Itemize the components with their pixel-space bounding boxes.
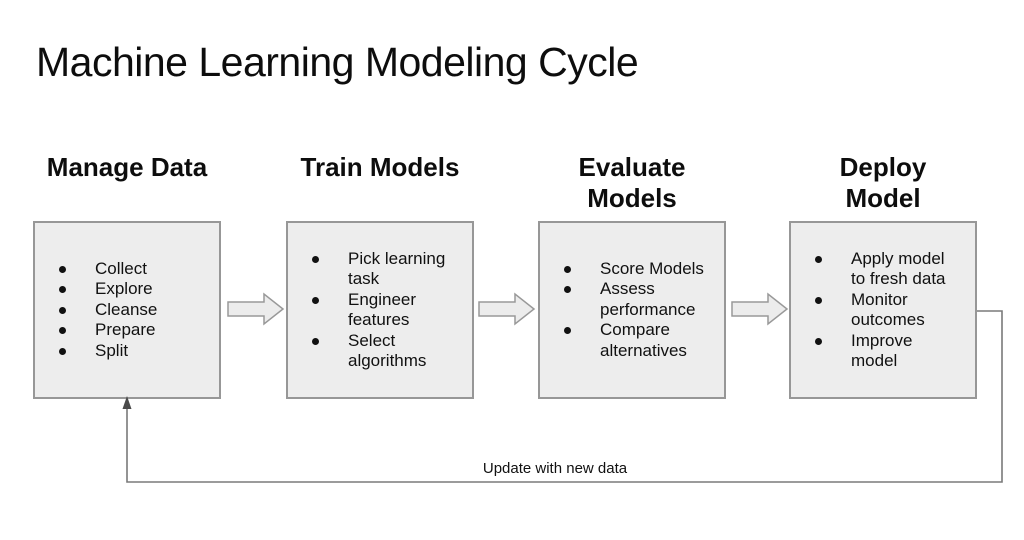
list-item-label: Apply model to fresh data [851,248,946,289]
list-item: Monitor outcomes [791,290,975,331]
flow-arrow-icon [227,293,284,325]
bullet-dot-icon [564,286,571,294]
flow-arrow-icon [478,293,535,325]
feedback-label: Update with new data [482,460,628,477]
list-item-label: Split [95,340,129,360]
list-item-label: Improve model [851,330,913,371]
bullet-dot-icon [312,296,319,304]
bullet-dot-icon [815,255,822,263]
list-item-label: Cleanse [95,299,158,319]
stage-box: Pick learning task Engineer features Sel… [286,221,474,399]
list-item-label: Monitor outcomes [851,289,925,330]
bullet-dot-icon [815,337,822,345]
bullet-dot-icon [59,327,66,335]
list-item: Collect [35,259,219,280]
list-item-label: Assess performance [600,279,696,319]
list-item: Split [35,341,219,362]
flow-arrow-icon [731,293,788,325]
bullet-dot-icon [59,265,66,273]
bullet-dot-icon [564,327,571,335]
bullet-dot-icon [59,347,66,355]
bullet-list: Pick learning task Engineer features Sel… [288,249,472,372]
list-item: Prepare [35,320,219,341]
stage-heading: Train Models [300,152,460,182]
list-item-label: Prepare [95,320,156,340]
stage-box: Collect Explore Cleanse Prepare Split [33,221,221,399]
list-item: Apply model to fresh data [791,249,975,290]
list-item: Pick learning task [288,249,472,290]
list-item-label: Pick learning task [348,248,446,289]
stage-heading: Evaluate Models [578,152,686,213]
bullet-dot-icon [815,296,822,304]
list-item: Explore [35,279,219,300]
list-item: Engineer features [288,290,472,331]
list-item: Cleanse [35,300,219,321]
stage-box: Score Models Assess performance Compare … [538,221,726,399]
bullet-dot-icon [564,265,571,273]
list-item-label: Select algorithms [348,330,427,371]
list-item: Select algorithms [288,331,472,372]
list-item-label: Collect [95,258,147,278]
list-item: Score Models [540,259,724,280]
list-item-label: Score Models [600,258,704,278]
bullet-list: Collect Explore Cleanse Prepare Split [35,259,219,362]
page-title: Machine Learning Modeling Cycle [36,39,639,85]
list-item-label: Engineer features [348,289,417,330]
bullet-dot-icon [312,255,319,263]
bullet-dot-icon [312,337,319,345]
bullet-dot-icon [59,306,66,314]
stage-heading: Manage Data [46,152,208,182]
list-item-label: Compare alternatives [600,320,687,360]
stage-box: Apply model to fresh data Monitor outcom… [789,221,977,399]
list-item: Assess performance [540,279,724,320]
bullet-dot-icon [59,286,66,294]
list-item: Compare alternatives [540,320,724,361]
list-item: Improve model [791,331,975,372]
stage-heading: Deploy Model [839,152,927,213]
bullet-list: Apply model to fresh data Monitor outcom… [791,249,975,372]
list-item-label: Explore [95,279,153,299]
bullet-list: Score Models Assess performance Compare … [540,259,724,362]
